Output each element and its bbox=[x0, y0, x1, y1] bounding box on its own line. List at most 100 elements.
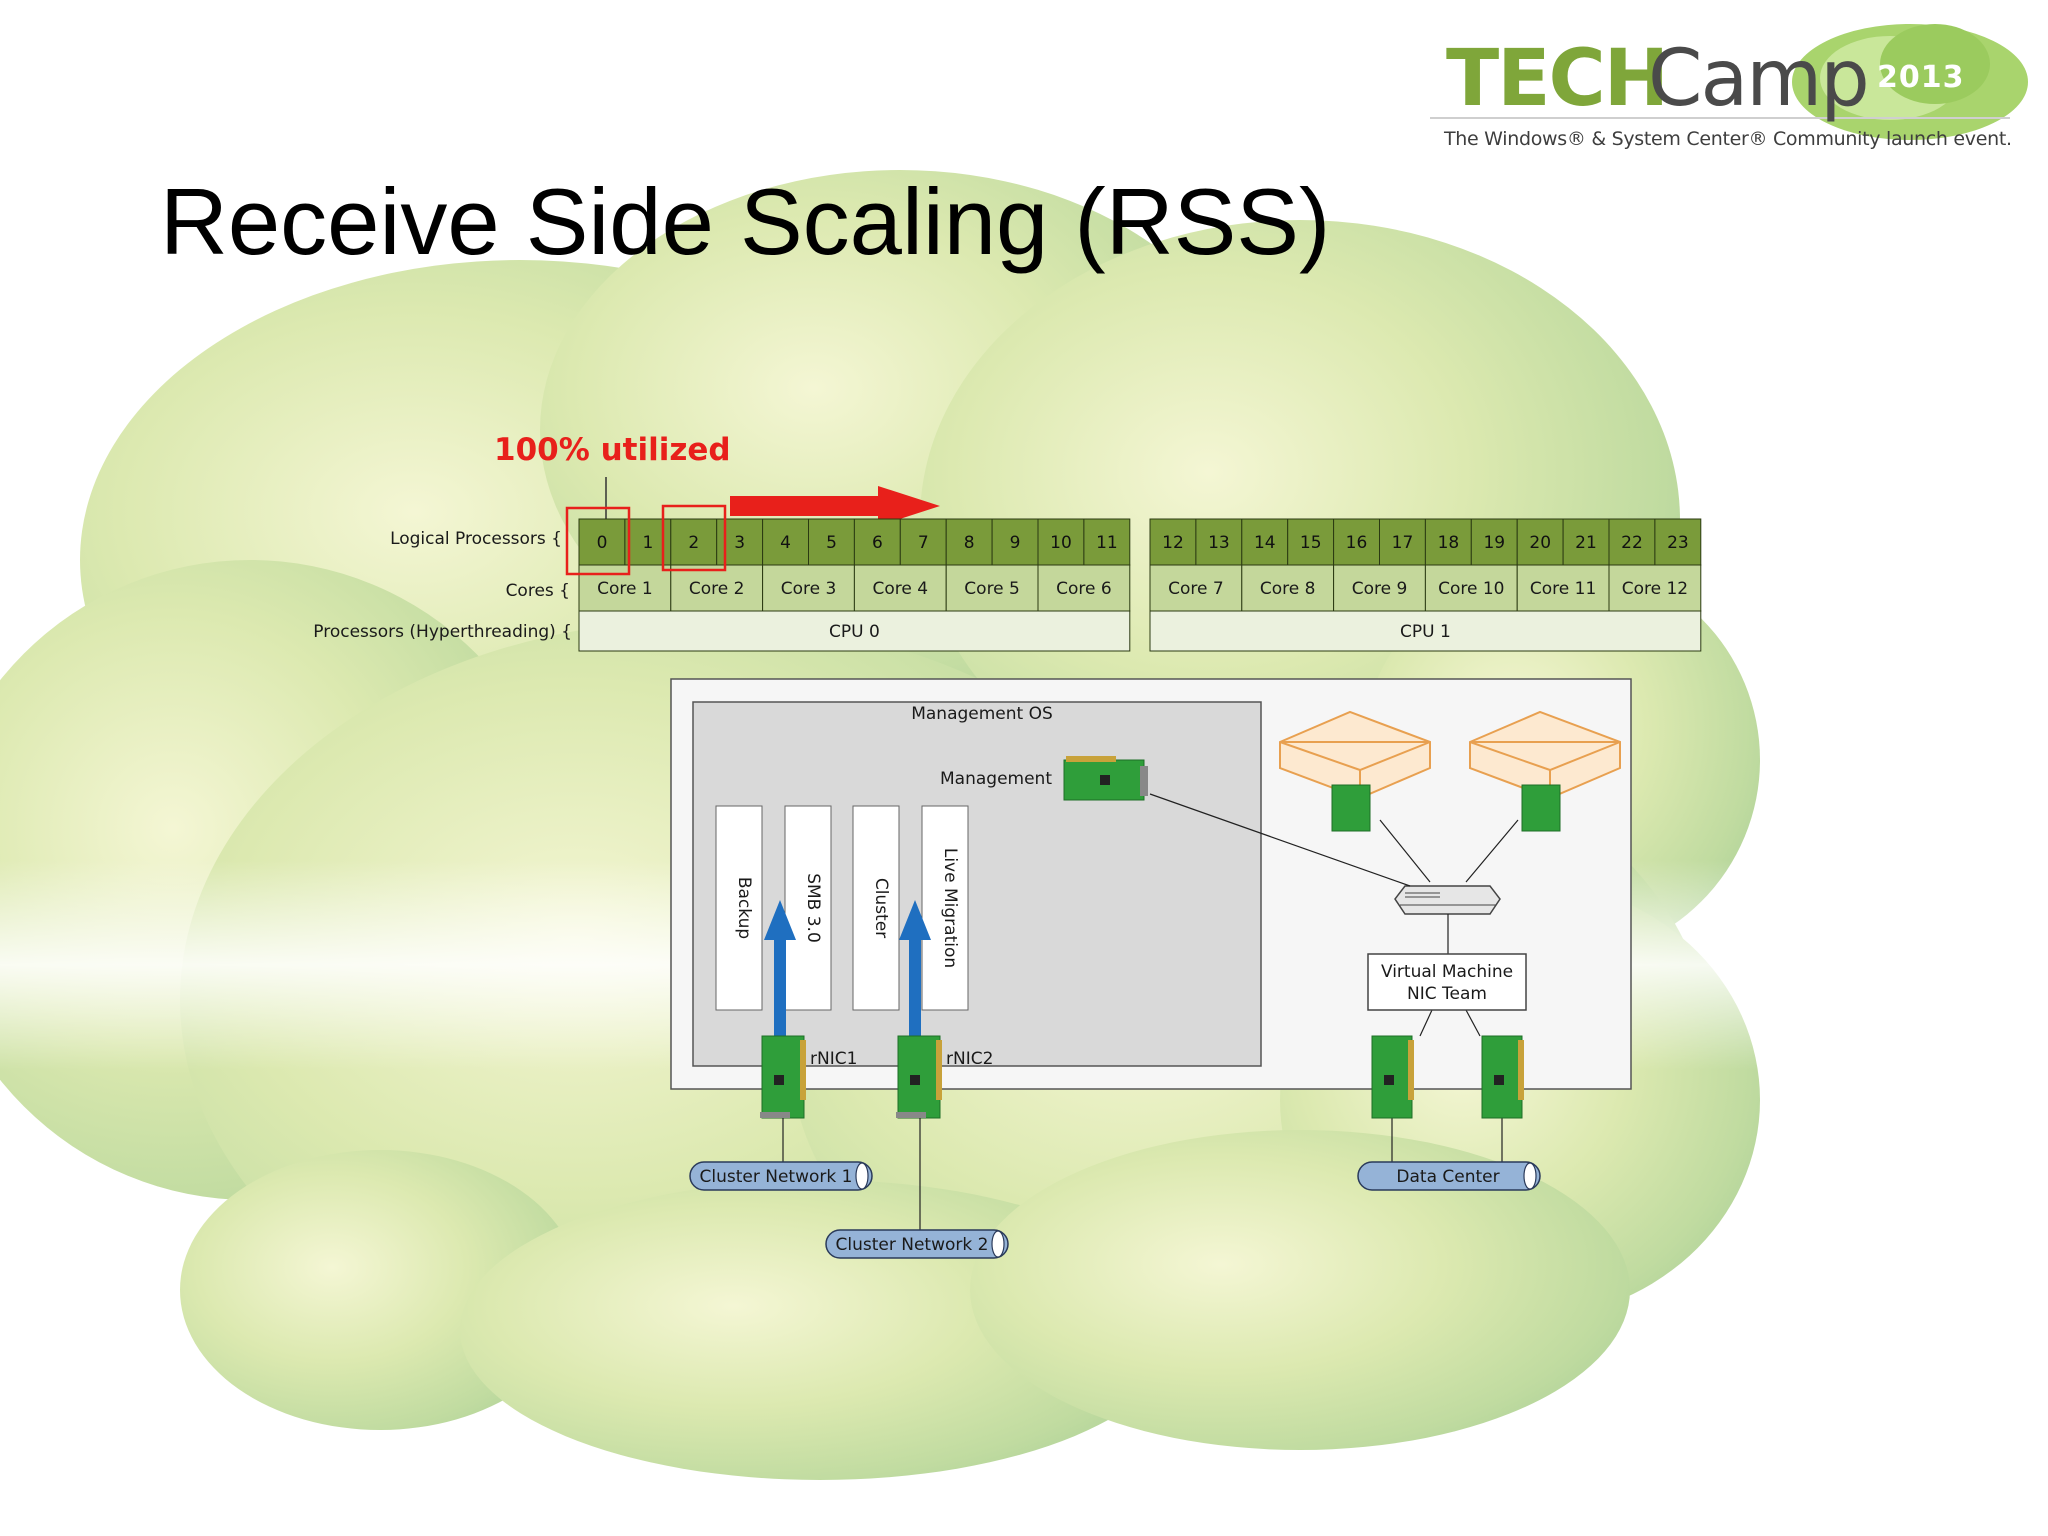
rss-spread-arrow bbox=[730, 486, 940, 526]
core-cell bbox=[762, 564, 855, 612]
highlight-lp-2 bbox=[661, 504, 727, 572]
logo-year: 2013 bbox=[1877, 60, 1965, 95]
logical-processor-cell bbox=[991, 518, 1039, 566]
logo-word-tech: TECH bbox=[1446, 34, 1669, 124]
cluster-network-1-label: Cluster Network 1 bbox=[700, 1167, 853, 1187]
logical-processor-label: 21 bbox=[1575, 533, 1597, 553]
core-cell bbox=[945, 564, 1039, 612]
processors-label: Processors (Hyperthreading) { bbox=[313, 622, 572, 642]
logo-cloud-icon bbox=[1430, 24, 2028, 140]
logical-processor-label: 10 bbox=[1050, 533, 1072, 553]
logical-processor-label: 23 bbox=[1667, 533, 1689, 553]
logical-processor-cell bbox=[1037, 518, 1085, 566]
core-label: Core 8 bbox=[1260, 579, 1316, 599]
vm-1-icon bbox=[1279, 710, 1431, 832]
vnic-cluster-label: Cluster bbox=[871, 878, 891, 938]
core-cell bbox=[853, 564, 947, 612]
logical-processor-cell bbox=[1424, 518, 1472, 566]
core-label: Core 10 bbox=[1438, 579, 1504, 599]
logical-processor-label: 2 bbox=[688, 533, 699, 553]
logical-processor-label: 19 bbox=[1483, 533, 1505, 553]
virtual-switch-icon bbox=[1394, 885, 1501, 915]
logical-processor-label: 6 bbox=[872, 533, 883, 553]
core-cell bbox=[1037, 564, 1131, 612]
logical-processor-label: 1 bbox=[642, 533, 653, 553]
cluster-network-2-label: Cluster Network 2 bbox=[836, 1235, 989, 1255]
vm-2-icon bbox=[1469, 710, 1621, 832]
logical-processor-cell bbox=[1516, 518, 1564, 566]
vnic-cluster: Cluster bbox=[852, 805, 900, 1011]
logical-processor-label: 4 bbox=[780, 533, 791, 553]
core-cell bbox=[578, 564, 672, 612]
team-nic-2-icon bbox=[1481, 1035, 1524, 1119]
core-label: Core 9 bbox=[1352, 579, 1408, 599]
logical-processor-label: 16 bbox=[1346, 533, 1368, 553]
logical-processor-cell bbox=[1379, 518, 1426, 566]
logical-processor-cell bbox=[1333, 518, 1380, 566]
rnic1-card-icon bbox=[760, 1035, 806, 1119]
logical-processor-label: 5 bbox=[826, 533, 837, 553]
logo-tagline: The Windows® & System Center® Community … bbox=[1444, 128, 2012, 150]
core-label: Core 3 bbox=[781, 579, 837, 599]
connection-lines bbox=[782, 793, 1519, 1230]
rnic2-card-icon bbox=[896, 1035, 942, 1119]
team-nic-1-icon bbox=[1371, 1035, 1414, 1119]
logical-processor-label: 3 bbox=[734, 533, 745, 553]
cpu-cell bbox=[578, 610, 1131, 652]
logical-processor-label: 22 bbox=[1621, 533, 1643, 553]
cluster-network-1-pill: Cluster Network 1 bbox=[689, 1161, 873, 1191]
core-label: Core 2 bbox=[689, 579, 745, 599]
logical-processor-label: 0 bbox=[597, 533, 608, 553]
techcamp-logo: TECH Camp 2013 The Windows® & System Cen… bbox=[1390, 0, 2048, 170]
core-label: Core 6 bbox=[1056, 579, 1112, 599]
rnic1-label: rNIC1 bbox=[810, 1049, 857, 1069]
logical-processor-cell bbox=[899, 518, 947, 566]
logical-processor-cell bbox=[1241, 518, 1289, 566]
cpu-label: CPU 0 bbox=[829, 622, 880, 642]
cluster-network-2-pill: Cluster Network 2 bbox=[825, 1229, 1009, 1259]
data-center-pill: Data Center bbox=[1357, 1161, 1541, 1191]
smb-traffic-arrow bbox=[764, 900, 796, 1036]
core-label: Core 1 bbox=[597, 579, 653, 599]
core-label: Core 5 bbox=[964, 579, 1020, 599]
cores-label: Cores { bbox=[506, 581, 570, 601]
core-cell bbox=[670, 564, 764, 612]
vnic-smb-label: SMB 3.0 bbox=[803, 873, 823, 943]
cpu-cell bbox=[1149, 610, 1702, 652]
nic-team-label-line-2: NIC Team bbox=[1407, 984, 1487, 1004]
logical-processor-cell bbox=[670, 518, 718, 566]
core-label: Core 4 bbox=[873, 579, 929, 599]
logical-processor-label: 11 bbox=[1096, 533, 1118, 553]
logical-processors-label: Logical Processors { bbox=[390, 529, 562, 549]
logo-word-camp: Camp bbox=[1648, 34, 1870, 124]
live-migration-traffic-arrow bbox=[899, 900, 931, 1036]
core-label: Core 11 bbox=[1530, 579, 1596, 599]
vnic-backup-label: Backup bbox=[734, 877, 754, 939]
cpu-label: CPU 1 bbox=[1400, 622, 1451, 642]
core-label: Core 12 bbox=[1622, 579, 1688, 599]
highlight-lp-0 bbox=[565, 506, 631, 576]
logical-processor-label: 18 bbox=[1438, 533, 1460, 553]
logical-processor-label: 13 bbox=[1208, 533, 1230, 553]
logical-processor-label: 14 bbox=[1254, 533, 1276, 553]
logical-processor-cell bbox=[1083, 518, 1131, 566]
logical-processor-cell bbox=[578, 518, 626, 566]
slide-title: Receive Side Scaling (RSS) bbox=[160, 169, 1331, 274]
logical-processor-label: 8 bbox=[964, 533, 975, 553]
vnic-smb: SMB 3.0 bbox=[784, 805, 832, 1011]
logical-processor-label: 7 bbox=[918, 533, 929, 553]
logical-processor-label: 12 bbox=[1162, 533, 1184, 553]
management-os-label: Management OS bbox=[911, 704, 1053, 724]
core-label: Core 7 bbox=[1168, 579, 1224, 599]
management-nic-icon bbox=[1063, 756, 1148, 801]
logical-processor-cell bbox=[762, 518, 809, 566]
logical-processor-label: 9 bbox=[1010, 533, 1021, 553]
nic-team-label-line-1: Virtual Machine bbox=[1381, 962, 1513, 982]
vnic-live-migration-label: Live Migration bbox=[940, 848, 960, 968]
vnic-backup: Backup bbox=[715, 805, 763, 1011]
logical-processor-cell bbox=[853, 518, 901, 566]
data-center-label: Data Center bbox=[1396, 1167, 1499, 1187]
core-cell bbox=[1608, 564, 1702, 612]
logical-processor-label: 20 bbox=[1529, 533, 1551, 553]
